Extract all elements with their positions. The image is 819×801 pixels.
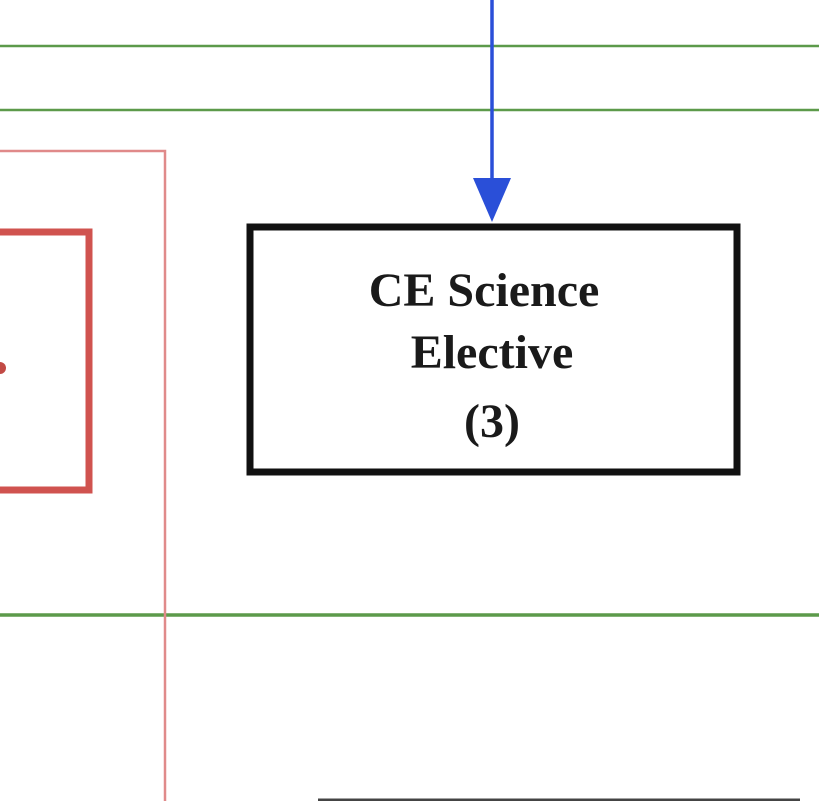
course-credits: (3) bbox=[464, 395, 520, 448]
partial-text-fragment bbox=[0, 362, 6, 374]
course-box-border bbox=[246, 223, 741, 476]
prerequisite-arrow-head bbox=[473, 178, 511, 222]
course-box-left-partial[interactable] bbox=[0, 228, 93, 494]
course-title-line1: CE Science bbox=[369, 264, 600, 317]
outer-section-box bbox=[0, 149, 167, 801]
course-title-line2: Elective bbox=[411, 326, 574, 379]
course-box-ce-science-elective[interactable]: CE Science Elective (3) bbox=[246, 223, 741, 476]
